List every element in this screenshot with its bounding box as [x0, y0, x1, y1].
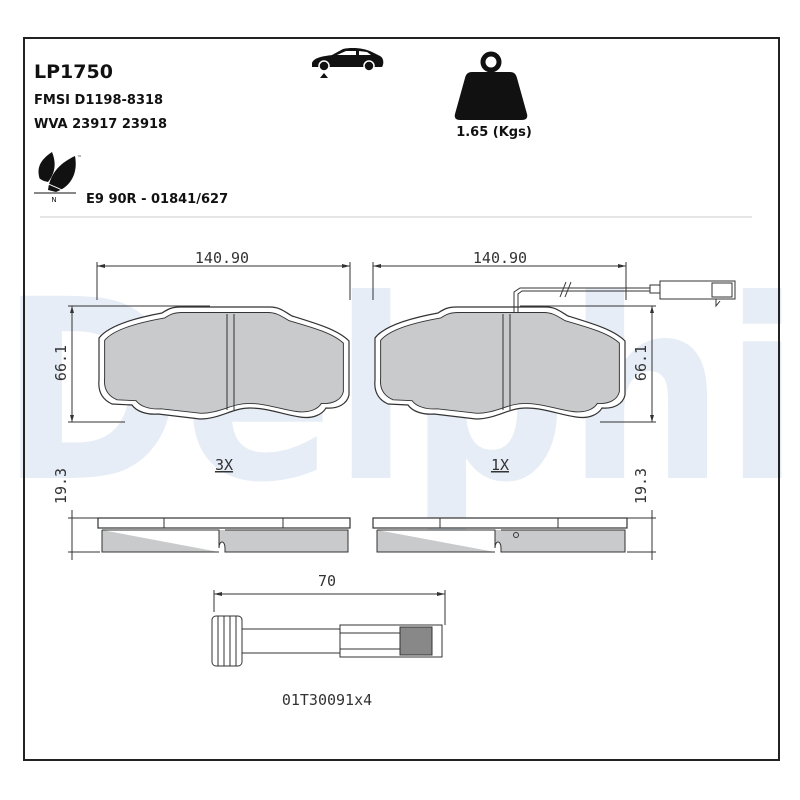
left-thickness-dimension: 19.3: [52, 468, 100, 560]
leaf-icon: N ™: [34, 152, 82, 204]
left-pad-front-view: [98, 306, 350, 420]
svg-text:140.90: 140.90: [473, 249, 527, 267]
svg-text:19.3: 19.3: [632, 468, 650, 504]
part-number: LP1750: [34, 61, 113, 83]
svg-text:140.90: 140.90: [195, 249, 249, 267]
weight-value: 1.65 (Kgs): [456, 125, 532, 140]
svg-text:66.1: 66.1: [632, 345, 650, 381]
frame-border: [23, 37, 780, 761]
right-thickness-dimension: 19.3: [627, 468, 656, 560]
fmsi-code: FMSI D1198-8318: [34, 93, 163, 108]
svg-text:19.3: 19.3: [52, 468, 70, 504]
left-height-dimension: 66.1: [52, 305, 210, 423]
left-pad-quantity: 3X: [215, 456, 233, 474]
svg-text:66.1: 66.1: [52, 345, 70, 381]
svg-text:™: ™: [77, 155, 82, 161]
wva-code: WVA 23917 23918: [34, 117, 167, 132]
right-height-dimension: 66.1: [520, 305, 656, 423]
left-width-dimension: 140.90: [96, 249, 351, 300]
pin-length: 70: [318, 572, 336, 590]
right-pad-quantity: 1X: [491, 456, 509, 474]
right-pad-side-view: [372, 517, 628, 553]
wear-sensor-wire: [513, 280, 736, 313]
left-pad-side-view: [97, 517, 351, 553]
pin-part-code: 01T30091x4: [282, 691, 372, 709]
car-front-axle-icon: [312, 48, 384, 78]
approval-code: E9 90R - 01841/627: [86, 192, 228, 207]
guide-pin-drawing: 70: [211, 572, 446, 667]
right-pad-front-view: [374, 306, 626, 420]
svg-text:N: N: [51, 196, 56, 204]
weight-icon: [454, 51, 528, 120]
right-width-dimension: 140.90: [372, 249, 627, 300]
